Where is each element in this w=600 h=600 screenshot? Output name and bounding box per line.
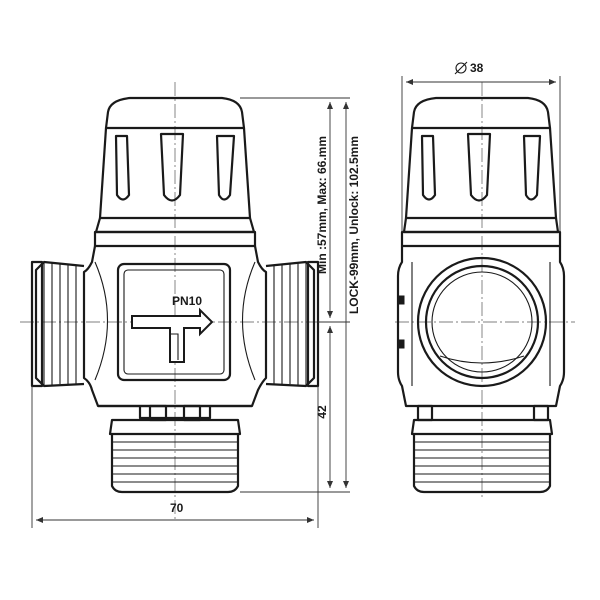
diameter-icon xyxy=(454,61,468,75)
min-max-height-label: Min :57mm, Max: 66.mm xyxy=(315,136,329,274)
lower-height-dimension-label: 42 xyxy=(315,405,329,419)
diameter-dimension: 38 xyxy=(401,61,561,232)
front-label-window: PN10 xyxy=(116,262,232,382)
side-view: 38 xyxy=(395,61,575,500)
flow-arrow-icon xyxy=(131,307,214,363)
side-port xyxy=(416,256,548,388)
front-left-thread xyxy=(30,260,85,388)
front-dimensions: 70 42 Min :57mm, Max: 66.mm LOCK-99mm, U… xyxy=(31,97,361,528)
width-dimension-label: 70 xyxy=(170,501,184,515)
side-lower-connection xyxy=(410,404,554,494)
pressure-rating-label: PN10 xyxy=(172,294,202,308)
front-right-thread xyxy=(265,260,320,388)
side-body xyxy=(396,246,566,408)
front-body xyxy=(82,245,268,408)
lock-unlock-height-label: LOCK-99mm, Unlock: 102.5mm xyxy=(347,136,361,314)
side-knob xyxy=(400,96,562,248)
diameter-dimension-label: 38 xyxy=(470,61,484,75)
front-view: PN10 xyxy=(20,82,330,520)
front-lower-connection xyxy=(108,404,242,494)
front-knob xyxy=(93,96,257,248)
